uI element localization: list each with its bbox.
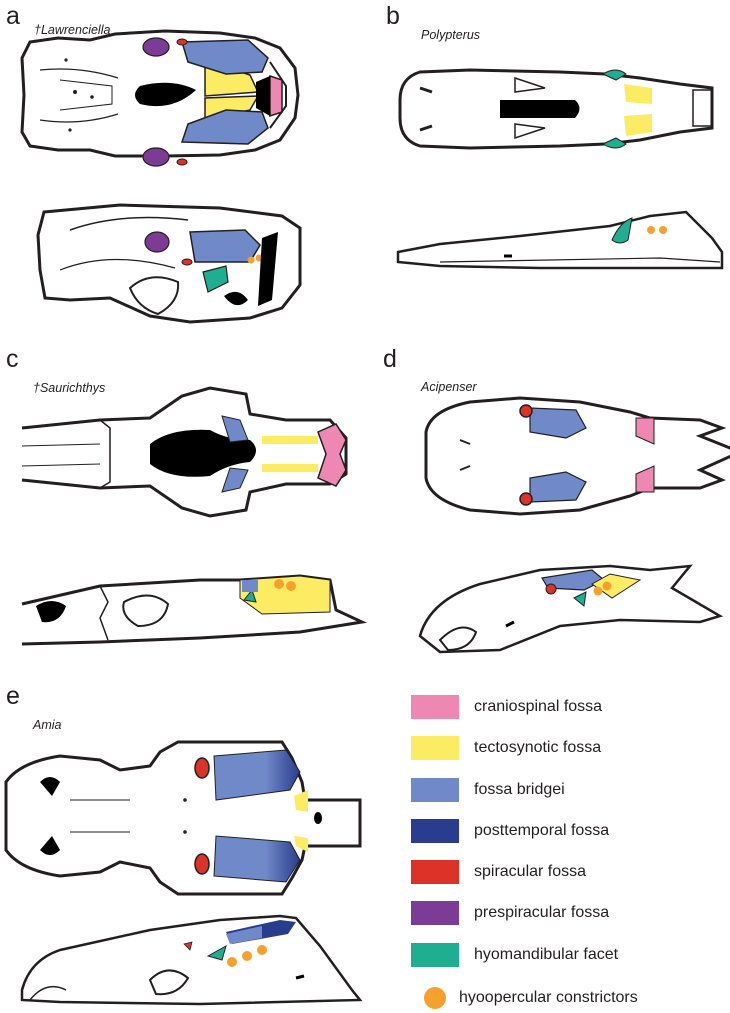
amia-lateral-view xyxy=(20,914,363,1006)
legend-swatch-posttemporal xyxy=(411,819,459,843)
legend-swatch-spiracular xyxy=(411,860,459,884)
taxon-name-c: †Saurichthys xyxy=(33,381,106,395)
amia-dorsal-view xyxy=(4,740,362,896)
legend-item-spiracular: spiracular fossa xyxy=(411,859,586,885)
legend-item-posttemporal: posttemporal fossa xyxy=(411,818,609,844)
saurichthys-dorsal-view xyxy=(21,386,348,518)
taxon-name-d: Acipenser xyxy=(421,380,477,394)
panel-letter-e: e xyxy=(6,682,20,710)
legend-item-prespiracular: prespiracular fossa xyxy=(411,900,609,926)
lawrenciella-dorsal-view xyxy=(20,29,300,167)
polypterus-lateral-view xyxy=(396,210,724,270)
legend-label: prespiracular fossa xyxy=(474,904,610,921)
taxon-name-b: Polypterus xyxy=(421,28,481,42)
legend-swatch-fossa-bridgei xyxy=(411,778,459,802)
legend-item-tectosynotic: tectosynotic fossa xyxy=(411,735,601,761)
legend-label: tectosynotic fossa xyxy=(474,739,602,756)
lawrenciella-lateral-view xyxy=(36,203,302,324)
legend-label: craniospinal fossa xyxy=(474,698,603,715)
panel-letter-a: a xyxy=(6,2,20,30)
legend-label: fossa bridgei xyxy=(474,781,565,798)
acipenser-dorsal-view xyxy=(424,396,730,516)
taxon-name-a: †Lawrenciella xyxy=(34,23,111,37)
panel-letter-d: d xyxy=(383,345,397,373)
saurichthys-lateral-view xyxy=(21,574,368,646)
legend-label: posttemporal fossa xyxy=(474,822,610,839)
legend-item-hyoopercular: hyoopercular constrictors xyxy=(411,985,638,1011)
panel-letter-b: b xyxy=(386,2,400,30)
legend-label: spiracular fossa xyxy=(474,863,587,880)
legend-item-hyomandibular: hyomandibular facet xyxy=(411,942,618,968)
legend-item-fossa-bridgei: fossa bridgei xyxy=(411,777,565,803)
taxon-name-e: Amia xyxy=(33,718,62,732)
legend-label: hyomandibular facet xyxy=(474,946,619,963)
legend-swatch-prespiracular xyxy=(411,901,459,925)
legend-swatch-craniospinal xyxy=(411,695,459,719)
legend-swatch-hyomandibular xyxy=(411,943,459,967)
legend-item-craniospinal: craniospinal fossa xyxy=(411,694,602,720)
polypterus-dorsal-view xyxy=(398,68,714,150)
acipenser-lateral-view xyxy=(418,564,724,654)
legend-dot-hyoopercular xyxy=(424,987,446,1009)
legend-label: hyoopercular constrictors xyxy=(459,989,638,1006)
legend-swatch-tectosynotic xyxy=(411,736,459,760)
panel-letter-c: c xyxy=(6,345,19,373)
